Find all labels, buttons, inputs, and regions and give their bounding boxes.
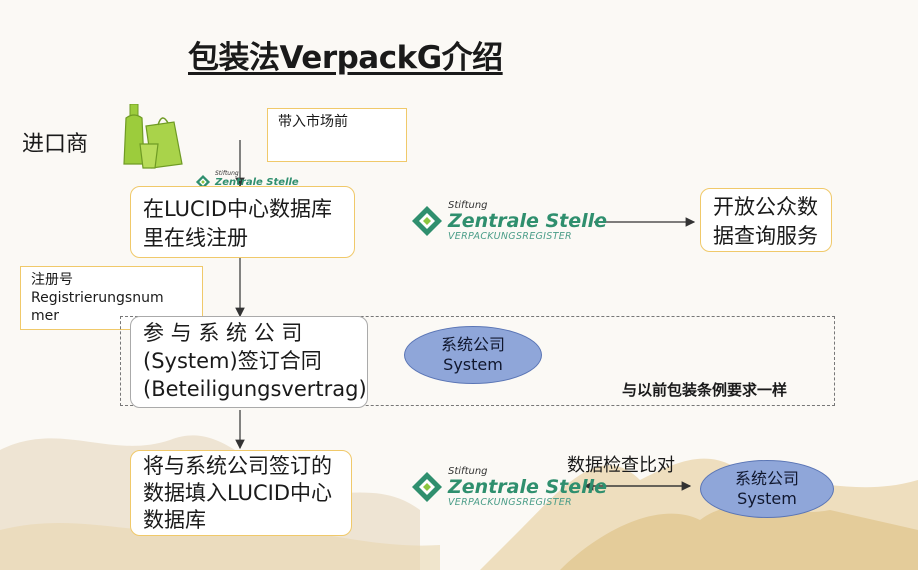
logo-zentrale-stelle: Zentrale Stelle (448, 210, 608, 232)
same-as-before-note: 与以前包装条例要求一样 (622, 381, 788, 399)
step1-line1: 在LUCID中心数据库 (143, 197, 333, 221)
regno-line1: 注册号 (31, 272, 73, 288)
packaging-icons (123, 104, 183, 169)
logo-register: VERPACKUNGSREGISTER (448, 231, 572, 242)
step-system-contract: 参 与 系 统 公 司 (System)签订合同 (Beteiligungsve… (130, 316, 368, 408)
step-register-lucid: 在LUCID中心数据库 里在线注册 (130, 186, 355, 258)
system-company-ellipse-2: 系统公司 System (700, 460, 834, 518)
logo-stiftung: Stiftung (215, 170, 239, 177)
step-fill-lucid-data: 将与系统公司签订的 数据填入LUCID中心 数据库 (130, 450, 352, 536)
cup-icon (139, 143, 159, 169)
step2-line2: (System)签订合同 (143, 349, 322, 373)
system-ellipse2-line1: 系统公司 (734, 469, 799, 488)
data-compare-label: 数据检查比对 (567, 455, 675, 476)
zsvr-logo-mark (412, 472, 442, 502)
system-ellipse-line2: System (443, 355, 503, 374)
callout-market-text: 带入市场前 (278, 114, 348, 130)
zsvr-logo-bottom: Stiftung Zentrale Stelle VERPACKUNGSREGI… (410, 466, 607, 508)
public-service-line2: 据查询服务 (713, 224, 818, 248)
zsvr-logo-mark (195, 174, 211, 190)
step2-line3: (Beteiligungsvertrag) (143, 377, 367, 401)
zsvr-logo-middle: Stiftung Zentrale Stelle VERPACKUNGSREGI… (410, 200, 607, 242)
step3-line3: 数据库 (143, 508, 206, 532)
bottle-icon (123, 104, 145, 165)
regno-line3: mer (31, 308, 60, 324)
callout-before-market: 带入市场前 (267, 108, 407, 162)
importer-label: 进口商 (22, 132, 89, 157)
logo-zentrale-stelle: Zentrale Stelle (448, 476, 608, 498)
logo-stiftung: Stiftung (448, 200, 488, 211)
system-company-ellipse: 系统公司 System (404, 326, 542, 384)
page-title: 包装法VerpackG介绍 (188, 40, 503, 76)
logo-stiftung: Stiftung (448, 466, 488, 477)
public-data-service-box: 开放公众数 据查询服务 (700, 188, 832, 252)
step3-line2: 数据填入LUCID中心 (143, 481, 333, 505)
public-service-line1: 开放公众数 (713, 195, 818, 219)
same-as-before-group (120, 316, 835, 406)
system-ellipse2-line2: System (737, 489, 797, 508)
step3-line1: 将与系统公司签订的 (143, 454, 332, 478)
zsvr-logo-mark (412, 206, 442, 236)
logo-register: VERPACKUNGSREGISTER (448, 497, 572, 508)
regno-line2: Registrierungsnum (31, 290, 164, 306)
step2-line1: 参 与 系 统 公 司 (143, 321, 303, 345)
system-ellipse-line1: 系统公司 (440, 335, 505, 354)
step1-line2: 里在线注册 (143, 226, 248, 250)
logo-zentrale-stelle: Zentrale Stelle (215, 177, 299, 188)
